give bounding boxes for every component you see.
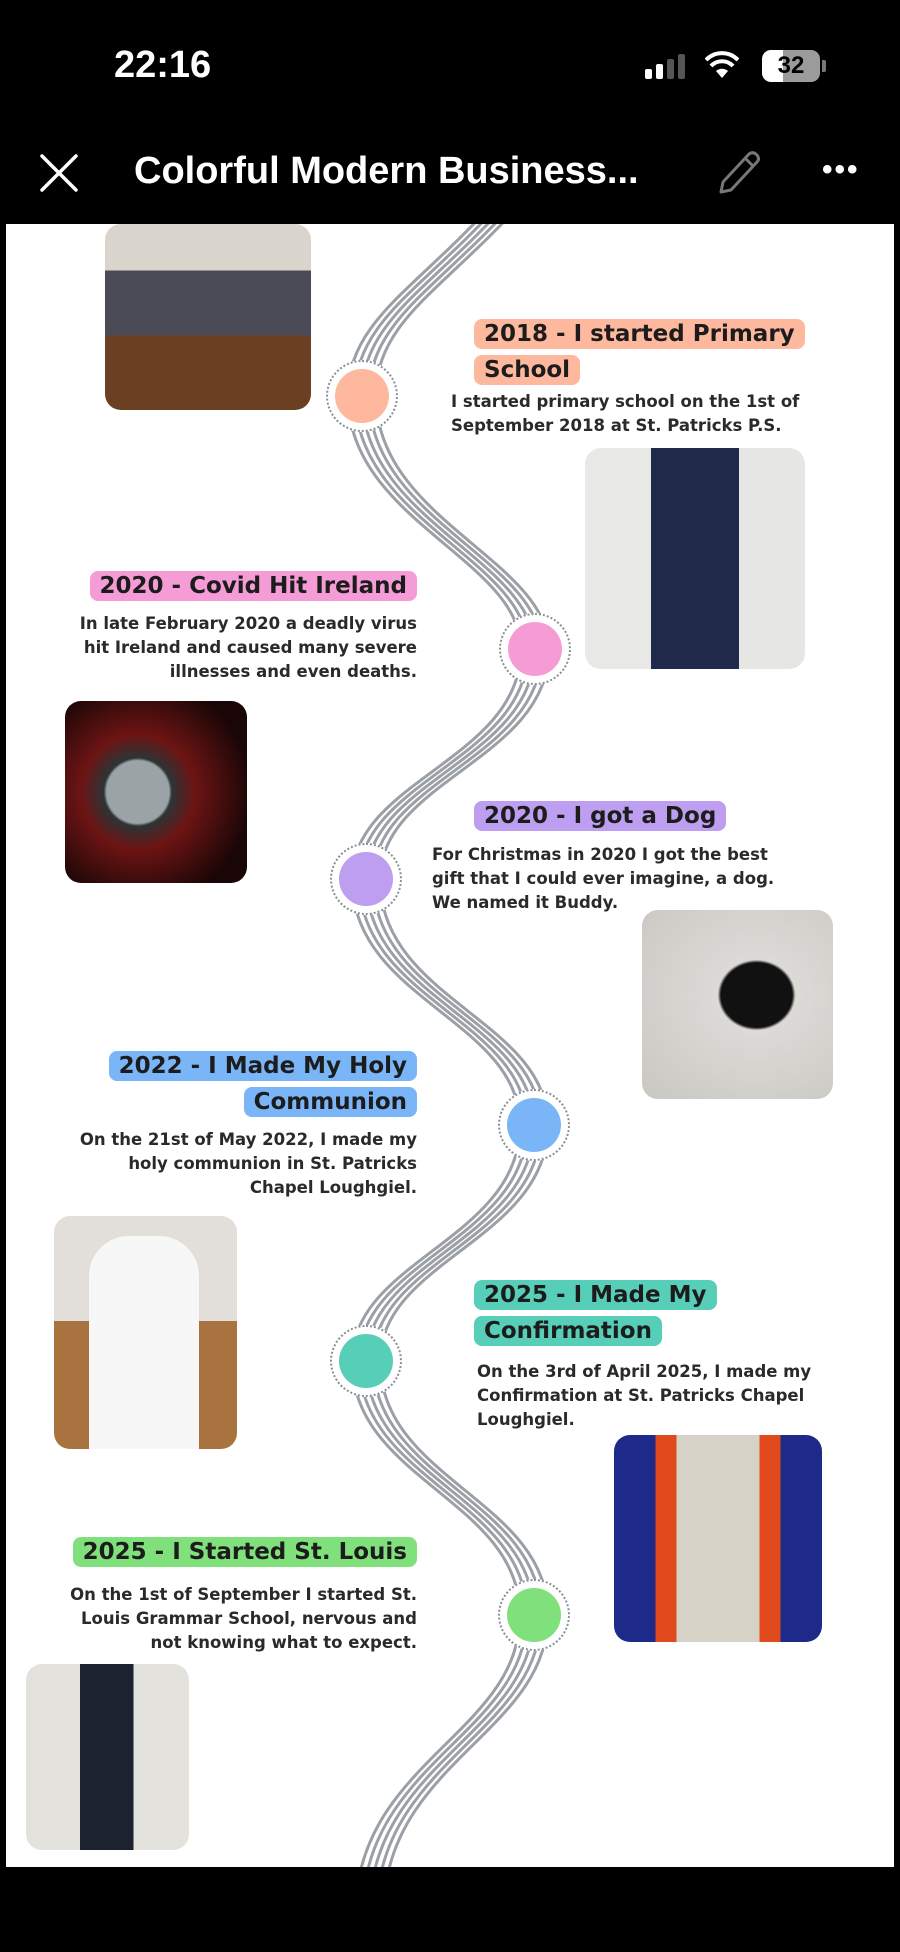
- battery-icon: 32: [762, 50, 820, 82]
- signal-icon: [645, 54, 685, 79]
- event-description: I started primary school on the 1st of S…: [451, 392, 800, 435]
- event-title: 2018 - I started Primary School: [474, 316, 805, 388]
- wifi-icon: [705, 51, 739, 78]
- photo-dog-buddy: [642, 910, 833, 1099]
- event-description: On the 21st of May 2022, I made my holy …: [79, 1130, 417, 1197]
- timeline-dot: [508, 622, 562, 676]
- timeline-dot: [507, 1098, 561, 1152]
- event-title: 2022 - I Made My Holy Communion: [66, 1048, 417, 1120]
- timeline-canvas: 2018 - I started Primary School I starte…: [6, 224, 894, 1867]
- event-title: 2020 - I got a Dog: [474, 798, 804, 834]
- event-title: 2025 - I Started St. Louis: [66, 1534, 417, 1570]
- photo-school-uniform: [585, 448, 805, 669]
- photo-st-louis-uniform: [26, 1664, 189, 1850]
- document-title: Colorful Modern Business...: [134, 150, 639, 192]
- status-time: 22:16: [114, 44, 212, 86]
- timeline-dot: [335, 369, 389, 423]
- photo-confirmation: [614, 1435, 822, 1642]
- event-description: On the 1st of September I started St. Lo…: [70, 1585, 417, 1652]
- timeline-dot: [339, 1334, 393, 1388]
- event-description: For Christmas in 2020 I got the best gif…: [432, 845, 775, 912]
- close-icon[interactable]: [38, 152, 80, 194]
- battery-tip: [822, 60, 826, 72]
- event-title: 2020 - Covid Hit Ireland: [66, 568, 417, 604]
- event-title: 2025 - I Made My Confirmation: [474, 1277, 774, 1349]
- event-description: In late February 2020 a deadly virus hit…: [79, 614, 417, 681]
- event-description: On the 3rd of April 2025, I made my Conf…: [477, 1362, 812, 1429]
- photo-covid-virus: [65, 701, 247, 883]
- photo-holy-communion: [54, 1216, 237, 1449]
- photo-family-christening: [105, 224, 311, 410]
- pencil-icon[interactable]: [715, 148, 763, 198]
- timeline-dot: [507, 1588, 561, 1642]
- timeline-dot: [339, 852, 393, 906]
